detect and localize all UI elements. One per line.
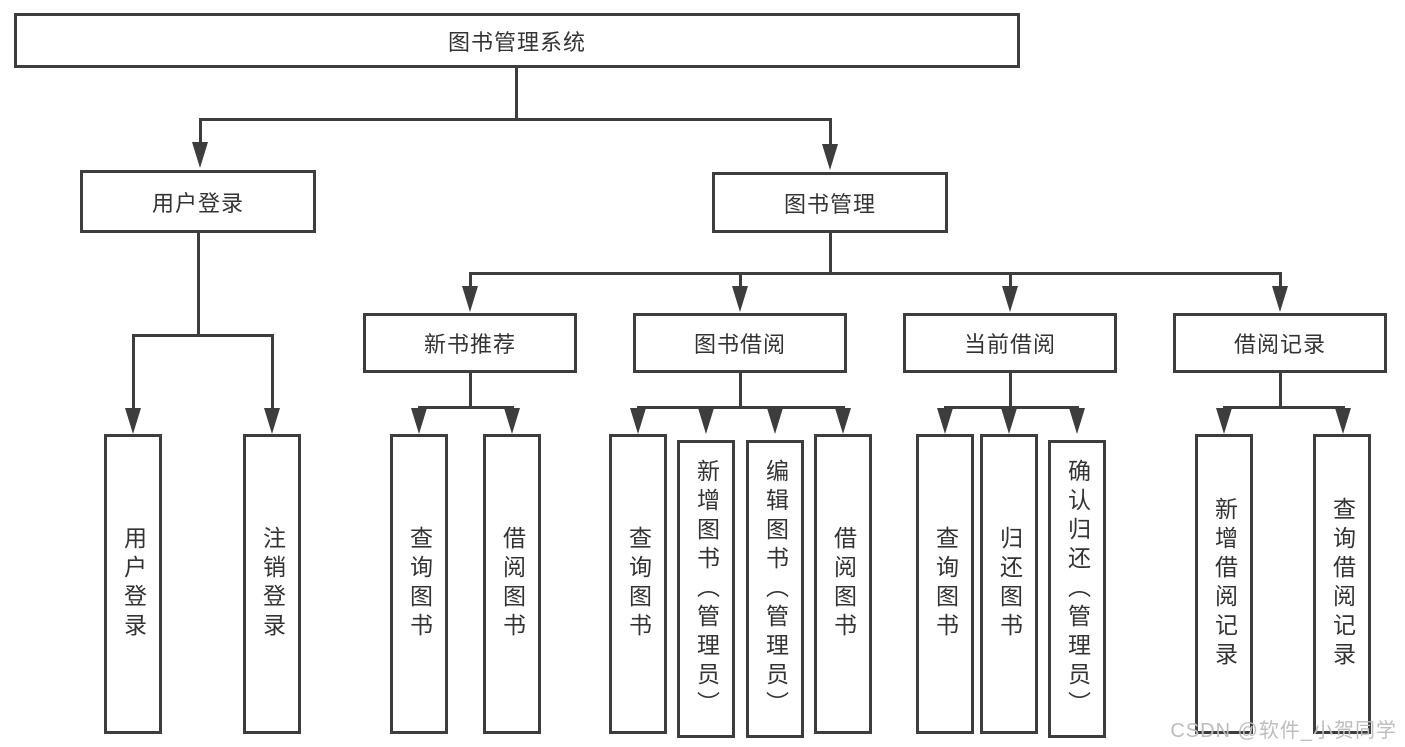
leaf-newbook-borrow-books: 借阅图书 [483,434,541,734]
arrowhead-book-management [822,144,838,170]
leaf-edit-books-admin: 编辑图书（管理员） [746,440,804,738]
leaf-logout-label: 注销登录 [259,526,286,642]
connector-book-mgmt-drop-1 [469,272,472,288]
node-current-borrow: 当前借阅 [903,313,1117,373]
node-book-management-label: 图书管理 [783,191,876,217]
arrowhead-borrow-records [1272,286,1288,312]
connector-newbook-stem [469,373,472,408]
watermark: CSDN @软件_小贺同学 [1170,720,1397,742]
leaf-add-books-admin: 新增图书（管理员） [677,440,735,738]
node-user-login: 用户登录 [80,170,316,233]
connector-current-bar [944,406,1078,409]
arrowhead-current-borrow [1002,286,1018,312]
connector-root-bar [199,118,832,121]
arrowhead-current-leaf-1 [937,408,953,434]
arrowhead-user-login [192,142,208,168]
leaf-edit-books-admin-label: 编辑图书（管理员） [762,458,789,720]
arrowhead-borrow-leaf-1 [630,408,646,434]
arrowhead-newbook-leaf-2 [504,408,520,434]
connector-user-login-bar [132,334,274,337]
node-current-borrow-label: 当前借阅 [963,332,1056,357]
connector-user-login-stem [197,233,200,336]
leaf-query-borrow-record-label: 查询借阅记录 [1329,497,1356,671]
connector-borrow-bar [637,406,845,409]
connector-borrow-stem [739,373,742,408]
node-new-book-recommend: 新书推荐 [363,313,577,373]
node-new-book-recommend-label: 新书推荐 [423,332,516,357]
connector-book-mgmt-drop-2 [739,272,742,288]
arrowhead-newbook-leaf-1 [411,408,427,434]
connector-book-mgmt-drop-4 [1279,272,1282,288]
arrowhead-borrow-leaf-2 [698,408,714,434]
leaf-borrow-query-books: 查询图书 [609,434,667,734]
leaf-logout: 注销登录 [243,434,301,734]
leaf-user-login: 用户登录 [104,434,162,734]
arrowhead-current-leaf-2 [1001,408,1017,434]
connector-root-right-drop [829,118,832,146]
arrowhead-book-borrow [732,286,748,312]
leaf-borrow-query-books-label: 查询图书 [625,526,652,642]
leaf-current-query-books-label: 查询图书 [932,526,959,642]
leaf-return-books-label: 归还图书 [996,526,1023,642]
connector-user-login-drop-1 [132,334,135,410]
node-root-label: 图书管理系统 [447,29,586,55]
leaf-return-books: 归还图书 [980,434,1038,734]
arrowhead-leaf-user-login [125,408,141,434]
leaf-query-borrow-record: 查询借阅记录 [1313,434,1371,734]
node-user-login-label: 用户登录 [151,190,244,216]
arrowhead-current-leaf-3 [1069,408,1085,434]
connector-newbook-bar [418,406,514,409]
node-borrow-records: 借阅记录 [1173,313,1387,373]
arrowhead-new-book-recommend [462,286,478,312]
connector-user-login-drop-2 [271,334,274,410]
leaf-add-borrow-record: 新增借阅记录 [1195,434,1253,734]
connector-book-mgmt-bar [469,272,1282,275]
connector-book-mgmt-drop-3 [1009,272,1012,288]
leaf-newbook-query-books-label: 查询图书 [406,526,433,642]
connector-root-left-drop [199,118,202,144]
arrowhead-records-leaf-1 [1216,408,1232,434]
arrowhead-leaf-logout [264,408,280,434]
node-root: 图书管理系统 [14,13,1020,68]
connector-current-stem [1009,373,1012,408]
arrowhead-borrow-leaf-4 [835,408,851,434]
leaf-confirm-return-admin-label: 确认归还（管理员） [1064,458,1091,720]
arrowhead-borrow-leaf-3 [767,408,783,434]
leaf-borrow-books: 借阅图书 [814,434,872,734]
leaf-borrow-books-label: 借阅图书 [830,526,857,642]
leaf-user-login-label: 用户登录 [120,526,147,642]
node-book-management: 图书管理 [712,172,948,233]
connector-book-mgmt-stem [829,233,832,274]
node-book-borrow-label: 图书借阅 [693,332,786,357]
connector-records-stem [1279,373,1282,408]
leaf-current-query-books: 查询图书 [916,434,974,734]
connector-root-stem [515,68,518,119]
leaf-newbook-borrow-books-label: 借阅图书 [499,526,526,642]
leaf-confirm-return-admin: 确认归还（管理员） [1048,440,1106,738]
arrowhead-records-leaf-2 [1335,408,1351,434]
node-borrow-records-label: 借阅记录 [1233,332,1326,357]
leaf-add-books-admin-label: 新增图书（管理员） [693,458,720,720]
leaf-add-borrow-record-label: 新增借阅记录 [1211,497,1238,671]
connector-records-bar [1223,406,1344,409]
node-book-borrow: 图书借阅 [633,313,847,373]
leaf-newbook-query-books: 查询图书 [390,434,448,734]
